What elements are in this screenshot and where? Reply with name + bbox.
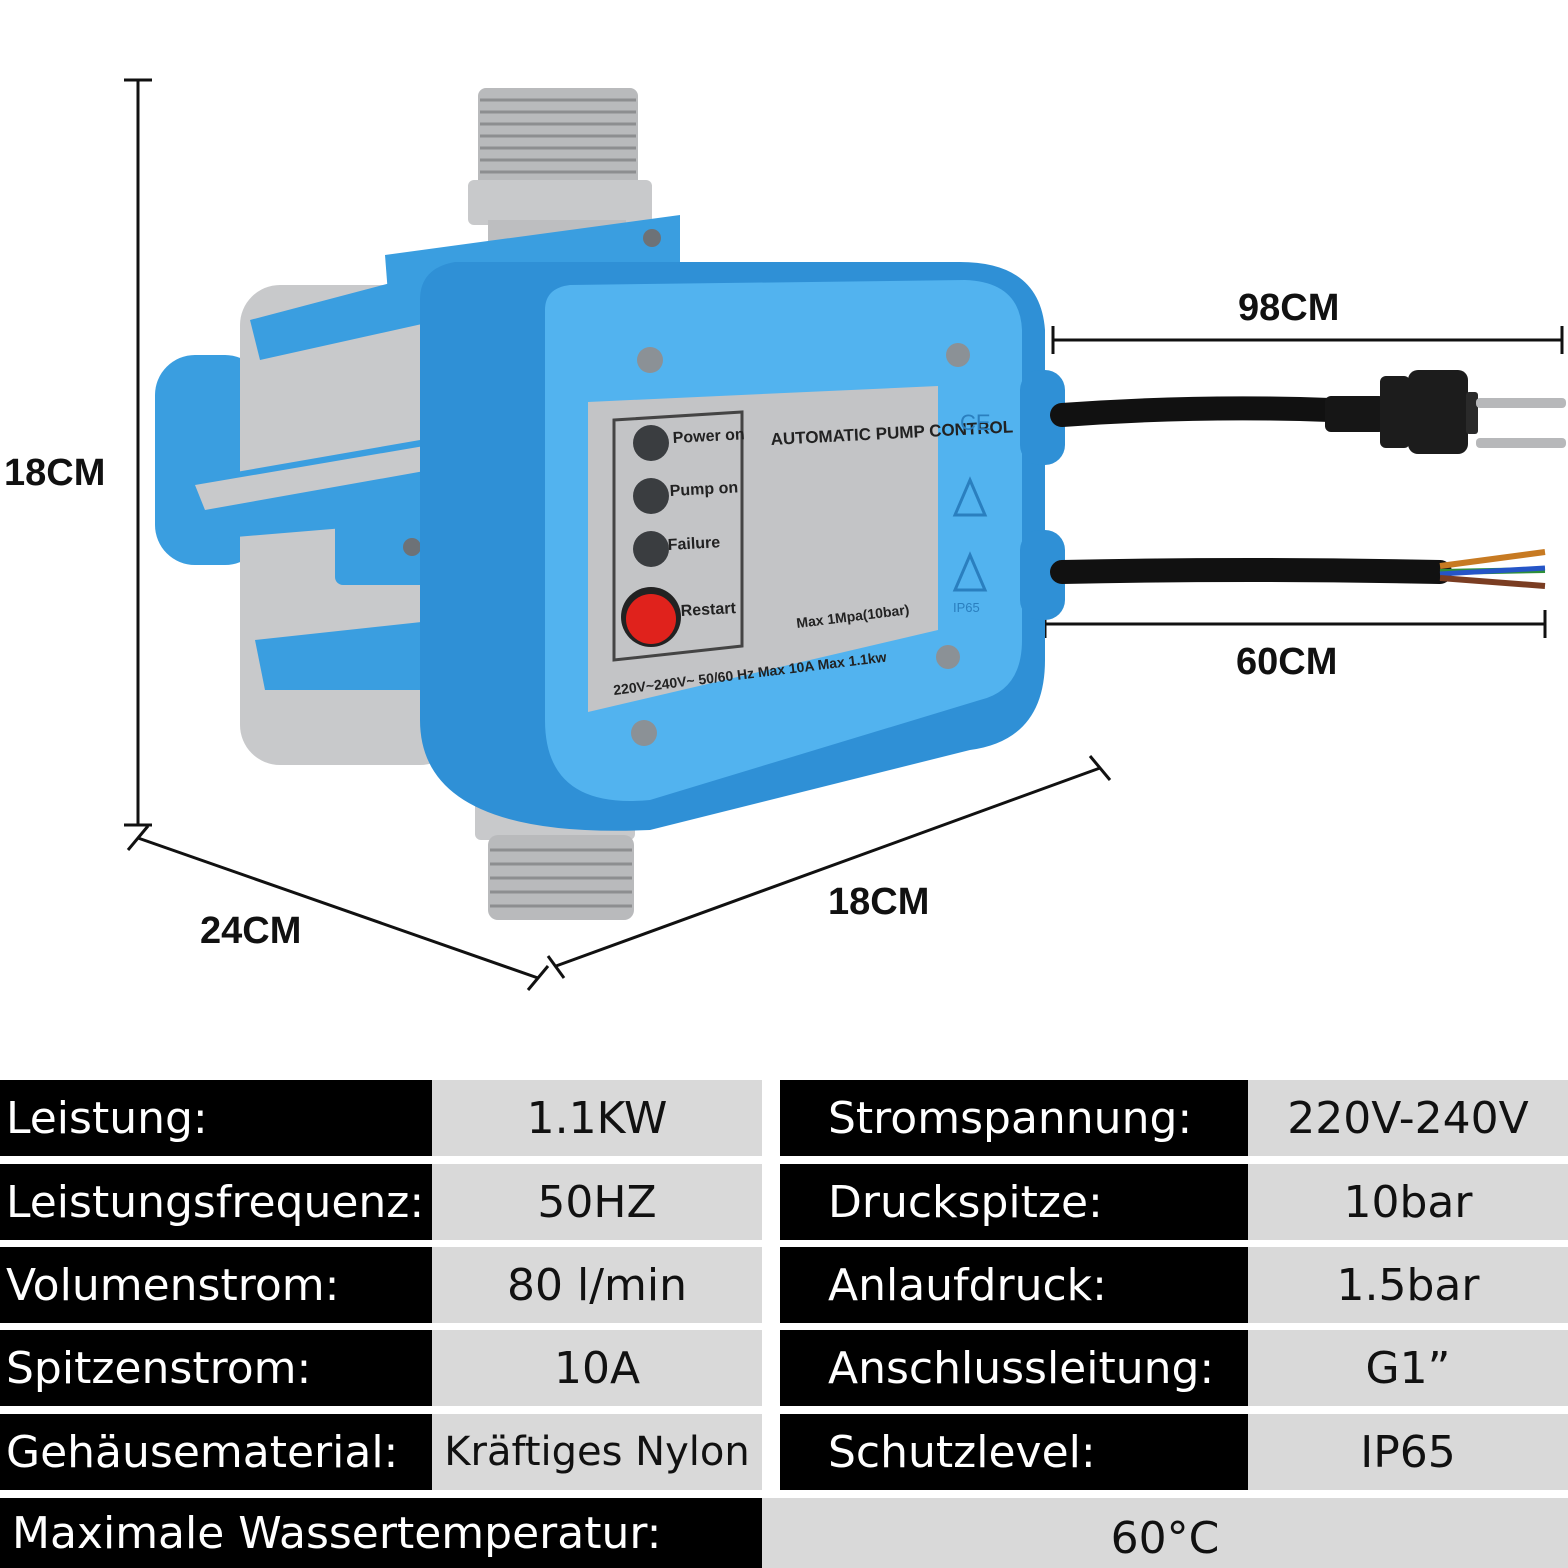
- pump-led-icon: [633, 478, 669, 514]
- spec-value-spitzenstrom: 10A: [432, 1330, 762, 1406]
- restart-label: Restart: [680, 600, 737, 620]
- spec-label-anschlussleitung: Anschlussleitung:: [780, 1330, 1248, 1406]
- spec-label-anlaufdruck: Anlaufdruck:: [780, 1247, 1248, 1323]
- spec-label-leistung: Leistung:: [0, 1080, 432, 1156]
- spec-value-druckspitze: 10bar: [1248, 1164, 1568, 1240]
- power-cable: [1050, 370, 1566, 454]
- depth-dimension-label: 24CM: [200, 910, 302, 952]
- certification-marks: CE IP65: [952, 410, 991, 615]
- spec-label-max-water-temperature: Maximale Wassertemperatur:: [0, 1498, 762, 1568]
- indicator-pump-label: Pump on: [669, 479, 738, 500]
- spec-value-gehaeusematerial: Kräftiges Nylon: [432, 1414, 762, 1490]
- width-dimension-line: [555, 766, 1101, 968]
- width-dimension-label: 18CM: [828, 881, 930, 923]
- spec-label-gehaeusematerial: Gehäusematerial:: [0, 1414, 432, 1490]
- power-led-icon: [633, 425, 669, 461]
- depth-dimension-line: [137, 836, 539, 980]
- spec-value-anschlussleitung: G1”: [1248, 1330, 1568, 1406]
- spec-value-stromspannung: 220V-240V: [1248, 1080, 1568, 1156]
- spec-value-leistungsfrequenz: 50HZ: [432, 1164, 762, 1240]
- spec-label-spitzenstrom: Spitzenstrom:: [0, 1330, 432, 1406]
- failure-led-icon: [633, 531, 669, 567]
- warning-triangle-icon: [952, 476, 988, 517]
- spec-label-leistungsfrequenz: Leistungsfrequenz:: [0, 1164, 432, 1240]
- ip-mark: IP65: [953, 600, 980, 615]
- spec-label-volumenstrom: Volumenstrom:: [0, 1247, 432, 1323]
- spec-label-druckspitze: Druckspitze:: [780, 1164, 1248, 1240]
- spec-value-max-water-temperature: 60°C: [762, 1498, 1568, 1568]
- indicator-failure-label: Failure: [667, 534, 720, 554]
- product-figure: AUTOMATIC PUMP CONTROL Power on Pump on …: [4, 78, 1566, 991]
- control-panel: AUTOMATIC PUMP CONTROL Power on Pump on …: [588, 386, 1014, 712]
- spec-value-schutzlevel: IP65: [1248, 1414, 1568, 1490]
- indicator-power-label: Power on: [672, 426, 745, 447]
- pump-controller-illustration: AUTOMATIC PUMP CONTROL Power on Pump on …: [124, 78, 1566, 991]
- plug-cable-length-label: 98CM: [1238, 287, 1340, 329]
- water-drop-icon: [952, 551, 988, 592]
- restart-button[interactable]: [626, 594, 676, 644]
- spec-value-anlaufdruck: 1.5bar: [1248, 1247, 1568, 1323]
- spec-label-stromspannung: Stromspannung:: [780, 1080, 1248, 1156]
- ce-mark: CE: [960, 410, 991, 435]
- height-dimension-label: 18CM: [4, 452, 106, 494]
- spec-value-leistung: 1.1KW: [432, 1080, 762, 1156]
- spec-label-schutzlevel: Schutzlevel:: [780, 1414, 1248, 1490]
- plug-icon: [1408, 370, 1468, 454]
- pump-cable-length-label: 60CM: [1236, 641, 1338, 683]
- pump-cable: [1050, 549, 1546, 589]
- spec-value-volumenstrom: 80 l/min: [432, 1247, 762, 1323]
